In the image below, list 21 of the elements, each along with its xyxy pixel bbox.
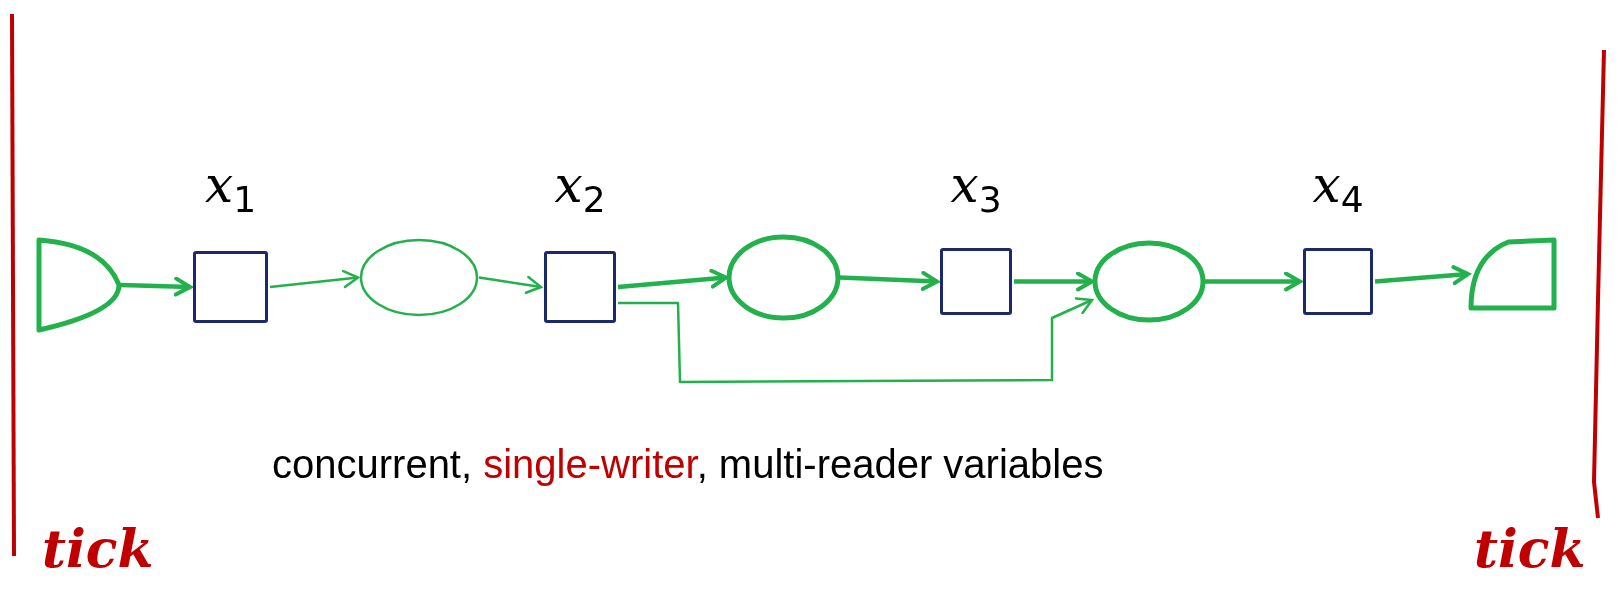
arrow (618, 297, 1094, 384)
caption: concurrent, single-writer, multi-reader variables (272, 442, 1104, 487)
variable-label: x$_{2}$ (553, 155, 607, 222)
arrow (1374, 265, 1470, 286)
arrow (478, 275, 543, 295)
variable-label: x$_{4}$ (1311, 155, 1365, 222)
arrow (1205, 271, 1302, 292)
ellipse-node (359, 238, 479, 317)
half-round-shape (36, 237, 122, 333)
arrow (617, 268, 728, 290)
arrow (269, 269, 360, 289)
arrow (839, 270, 939, 291)
tick-label: tick (42, 518, 154, 579)
arrow (1014, 271, 1094, 292)
ellipse-node (726, 234, 841, 321)
tick-label: tick (1474, 518, 1586, 579)
variable-label: x$_{3}$ (949, 155, 1003, 222)
arrow (120, 276, 192, 297)
ellipse-node (1092, 240, 1206, 323)
variable-label: x$_{1}$ (203, 155, 258, 222)
half-round-shape (1468, 237, 1557, 311)
